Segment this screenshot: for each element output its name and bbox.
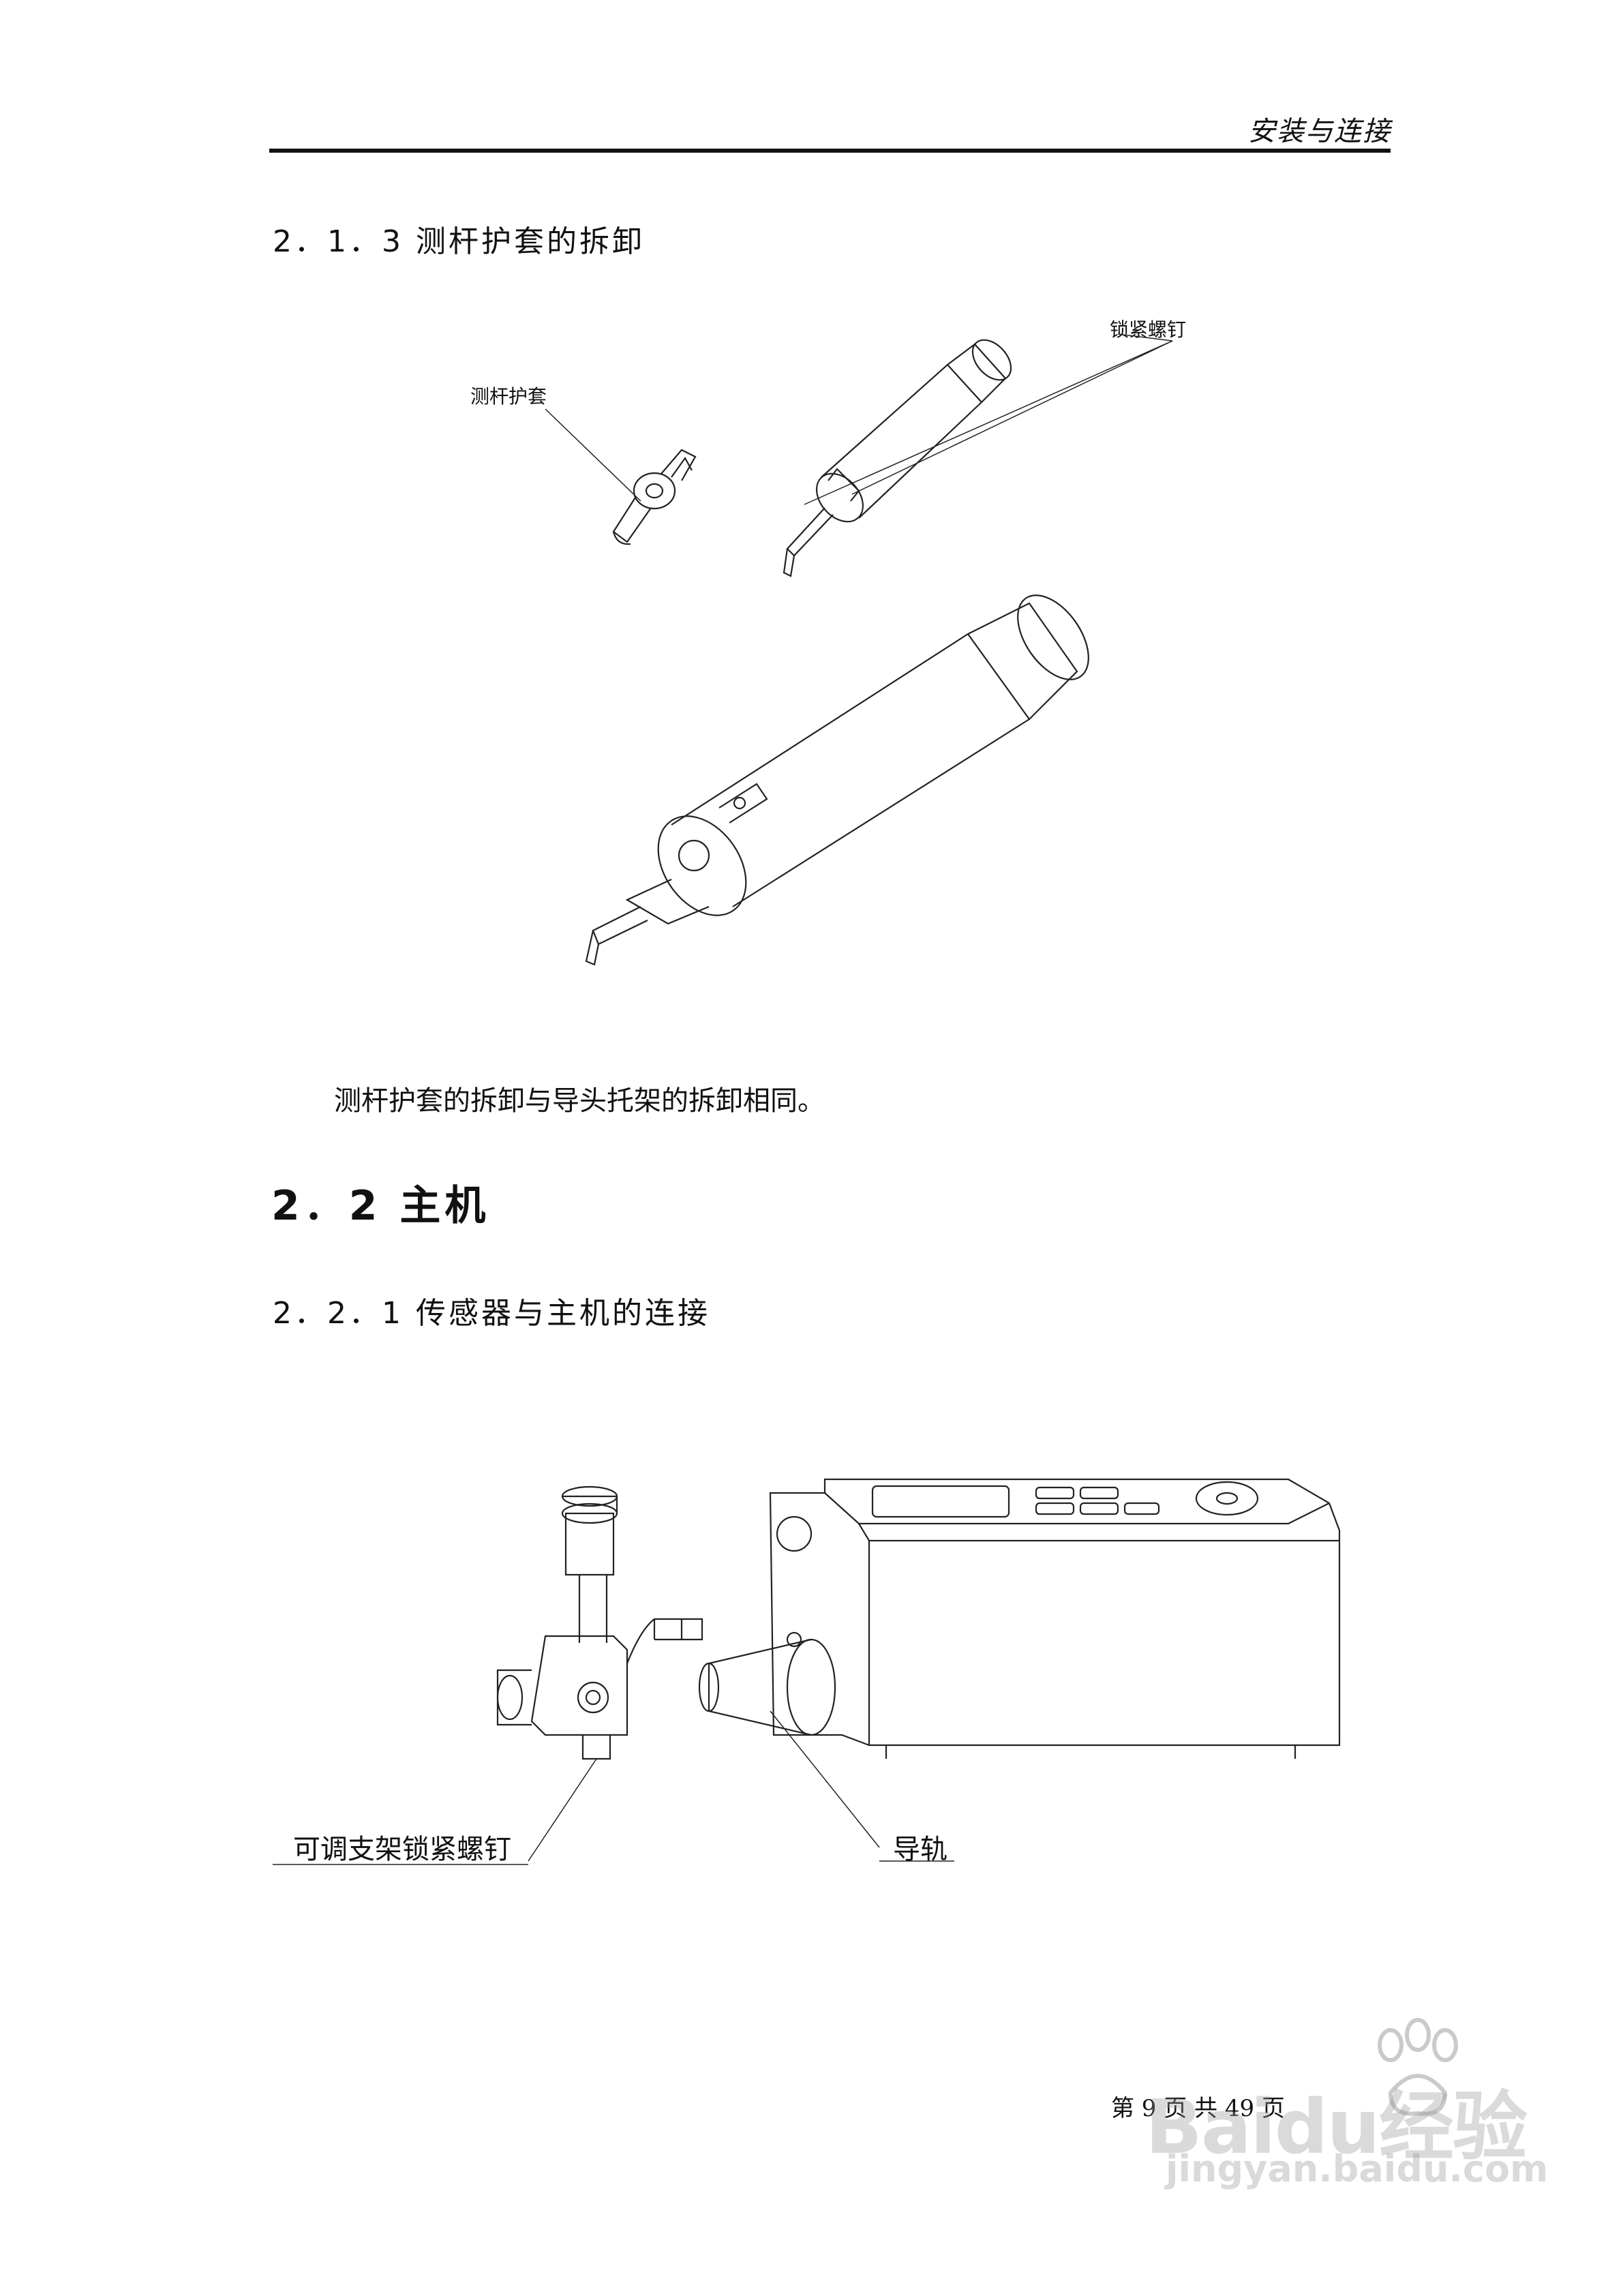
sensor-host-diagram <box>273 1478 1341 1865</box>
probe-assembled <box>585 594 1089 966</box>
running-header: 安装与连接 <box>1248 116 1391 147</box>
sleeve-paragraph: 测杆护套的拆卸与导头托架的拆卸相同。 <box>334 1085 825 1117</box>
callout-sleeve: 测杆护套 <box>470 385 547 408</box>
section-heading-2-2-1: 2．2．1 传感器与主机的连接 <box>273 1296 710 1331</box>
callout-rail: 导轨 <box>893 1834 947 1865</box>
callout-bracket-screw: 可调支架锁紧螺钉 <box>293 1834 511 1865</box>
sleeve-diagram <box>545 333 1173 966</box>
sleeve-part <box>612 449 697 545</box>
watermark-url: jingyan.baidu.com <box>1166 2147 1549 2190</box>
watermark-brand: Baidu经验 <box>1145 2083 1528 2171</box>
callout-screw: 锁紧螺钉 <box>1110 318 1187 341</box>
host-unit <box>698 1478 1341 1759</box>
figure-sleeve-removal: 测杆护套 锁紧螺钉 <box>0 0 1623 1023</box>
probe-upper <box>783 339 1012 577</box>
paw-icon <box>1378 2018 1458 2116</box>
section-heading-2-1-3: 2．1．3 测杆护套的拆卸 <box>273 224 645 259</box>
baidu-watermark: Baidu经验 jingyan.baidu.com <box>1145 2018 1568 2195</box>
page-footer: 第 9 页 共 49 页 <box>1111 2095 1285 2122</box>
sensor-bracket <box>496 1485 703 1760</box>
section-heading-2-2: 2．2 主机 <box>271 1182 490 1230</box>
figure-sensor-host: 可调支架锁紧螺钉 导轨 <box>0 1466 1623 1943</box>
header-rule <box>269 149 1391 153</box>
